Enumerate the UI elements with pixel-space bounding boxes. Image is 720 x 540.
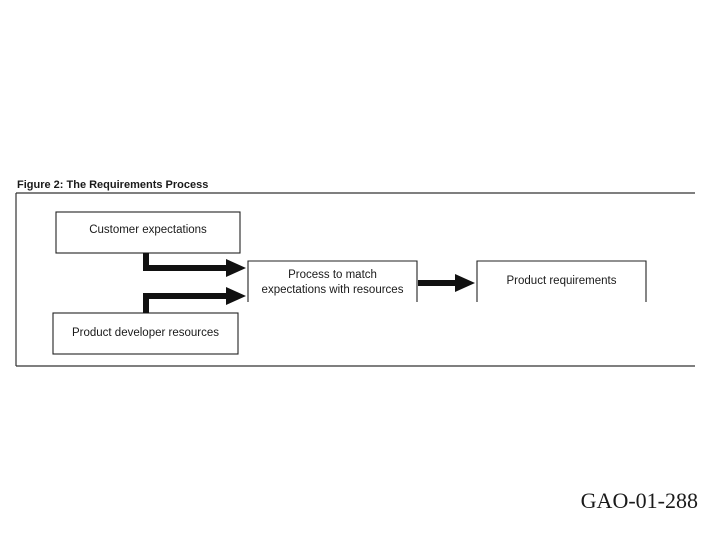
developer-resources-label: Product developer resources [71,327,220,339]
customer-expectations-label: Customer expectations [89,224,207,236]
product-requirements-box [476,260,647,302]
process-label-line2: expectations with resources [261,284,404,296]
customer-expectations-box [55,211,241,254]
customer-to-process-arrow [143,253,246,277]
process-box [247,260,418,302]
figure-title: Figure 2: The Requirements Process [17,179,209,191]
developer-resources-box [52,312,239,355]
process-label-line1: Process to match [288,269,377,281]
product-requirements-label: Product requirements [506,275,617,287]
developer-to-process-arrow [143,287,246,313]
report-code: GAO-01-288 [580,488,698,513]
figure-frame [15,192,695,367]
